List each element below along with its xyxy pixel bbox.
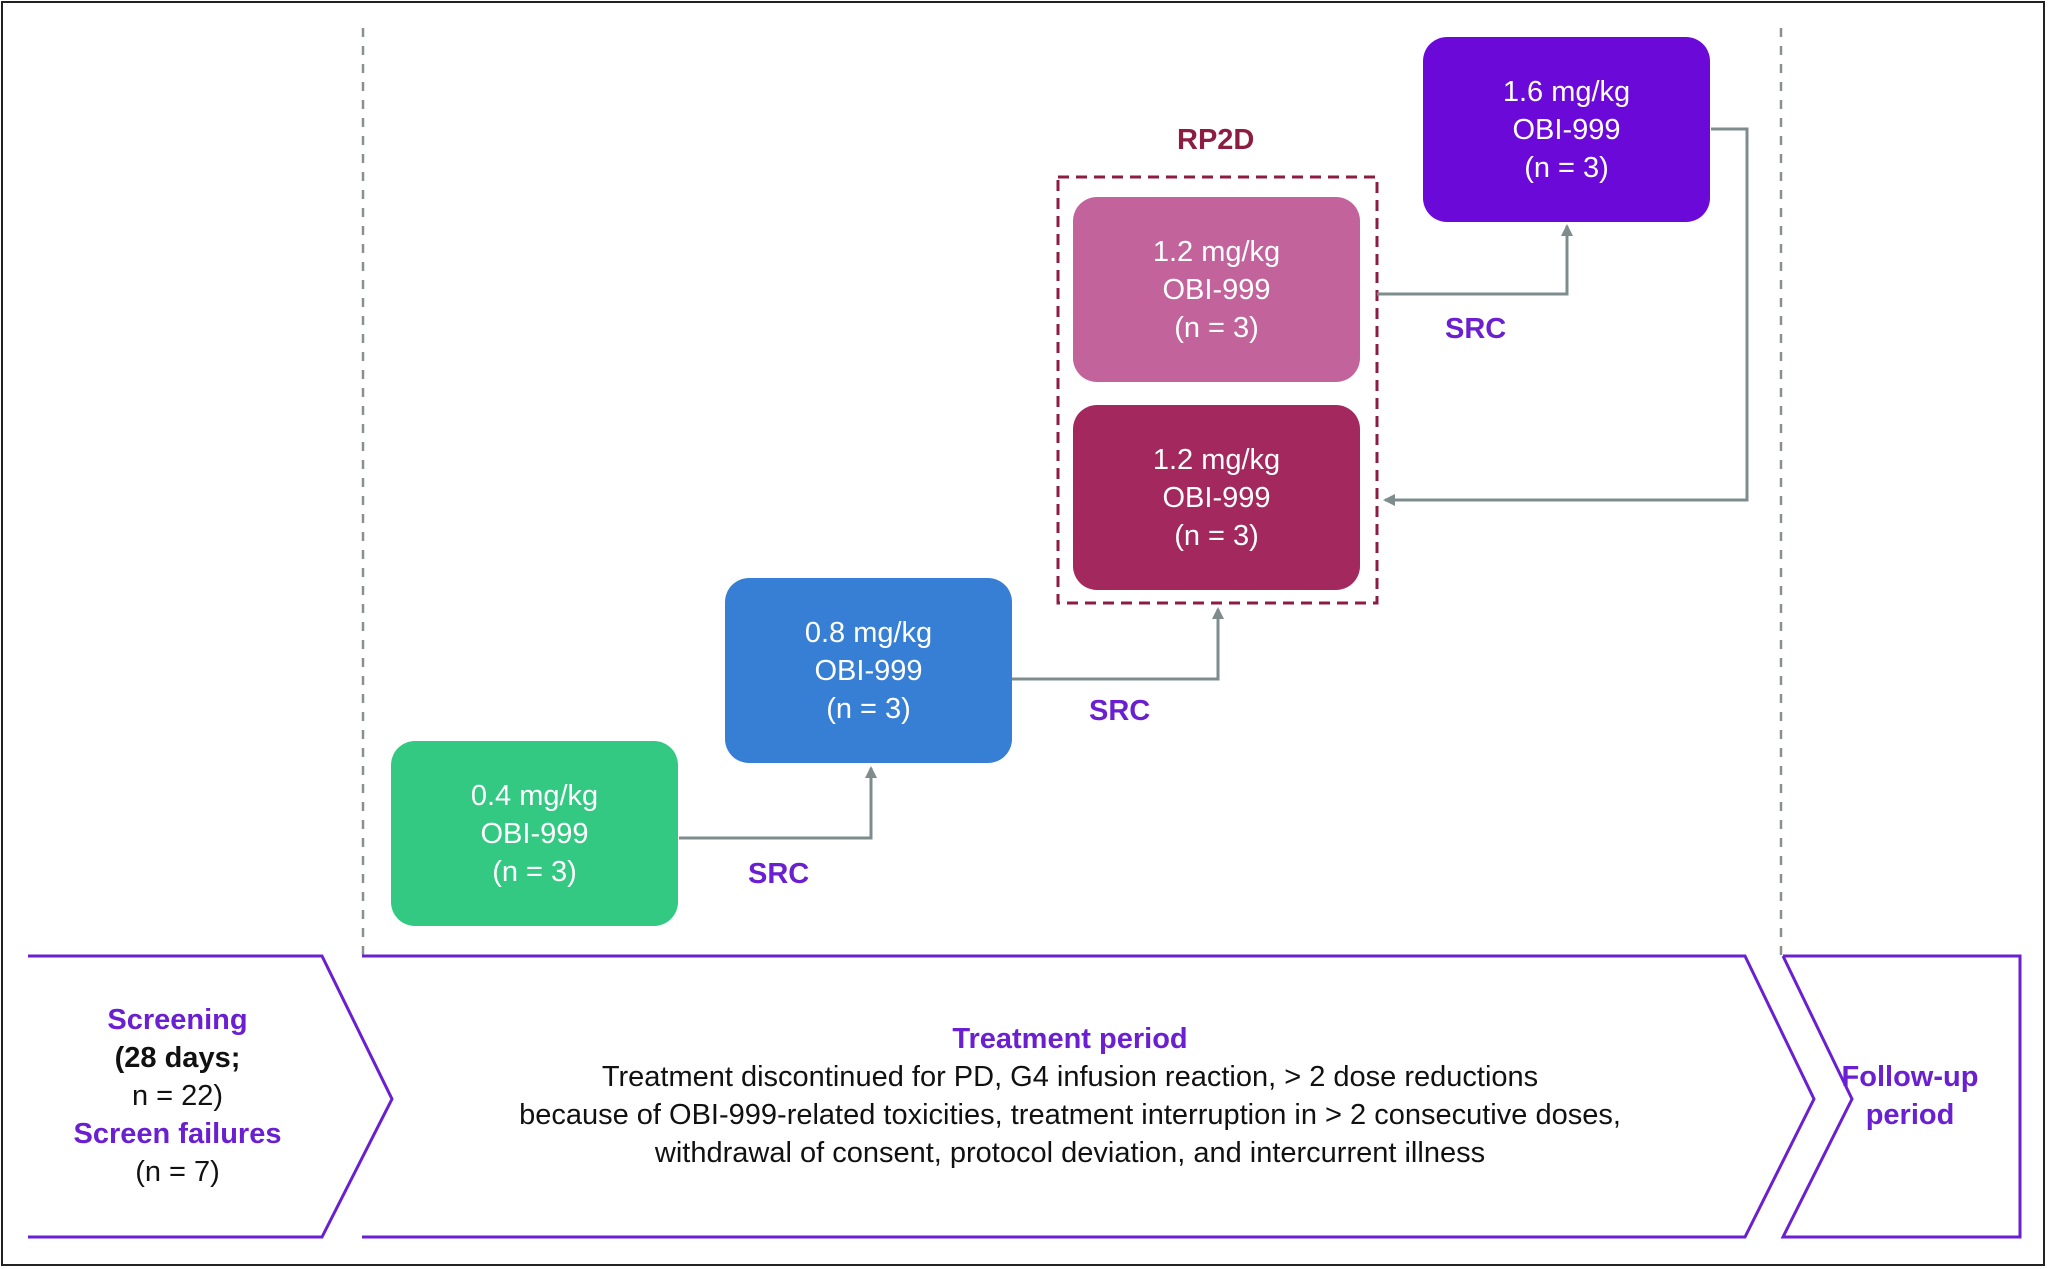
dose-label: 1.6 mg/kg (1502, 75, 1631, 108)
drug-label: OBI-999 (1162, 481, 1271, 514)
treatment-title: Treatment period (952, 1023, 1188, 1055)
dose-box-0.4: 0.4 mg/kg OBI-999 (n = 3) (391, 741, 678, 926)
src-label-2: SRC (1089, 695, 1151, 727)
arrow-0.4-to-0.8 (679, 766, 877, 840)
followup-line-2: period (1865, 1099, 1955, 1131)
dose-label: 1.2 mg/kg (1152, 235, 1281, 268)
screening-title: Screening (107, 1004, 248, 1036)
rp2d-box (1056, 175, 1379, 605)
screen-failures-title: Screen failures (73, 1118, 282, 1150)
n-label: (n = 3) (1174, 519, 1259, 552)
dose-label: 0.4 mg/kg (470, 779, 599, 812)
drug-label: OBI-999 (814, 654, 923, 687)
treatment-shape (362, 954, 1816, 1239)
arrow-1.2-to-1.6 (1377, 224, 1573, 296)
rp2d-label: RP2D (1177, 124, 1255, 156)
drug-label: OBI-999 (1512, 113, 1621, 146)
followup-line-1: Follow-up (1841, 1061, 1979, 1093)
screening-text: Screening (28 days; n = 22) Screen failu… (40, 1001, 315, 1191)
n-label: (n = 3) (1524, 151, 1609, 184)
dose-box-1.6: 1.6 mg/kg OBI-999 (n = 3) (1423, 37, 1710, 222)
treatment-text: Treatment period Treatment discontinued … (380, 1020, 1760, 1172)
arrow-0.8-to-1.2 (1012, 607, 1224, 681)
screen-failures-count: (n = 7) (135, 1156, 220, 1188)
screening-shape (28, 954, 394, 1239)
treatment-line-2: because of OBI-999-related toxicities, t… (519, 1099, 1621, 1131)
dose-label: 0.8 mg/kg (804, 616, 933, 649)
followup-shape (1780, 954, 2022, 1239)
arrow-1.6-back-to-1.2 (1383, 127, 1749, 506)
drug-label: OBI-999 (480, 817, 589, 850)
dose-label: 1.2 mg/kg (1152, 443, 1281, 476)
n-label: (n = 3) (492, 855, 577, 888)
treatment-line-3: withdrawal of consent, protocol deviatio… (654, 1137, 1486, 1169)
dose-box-0.8: 0.8 mg/kg OBI-999 (n = 3) (725, 578, 1012, 763)
treatment-line-1: Treatment discontinued for PD, G4 infusi… (601, 1061, 1539, 1093)
drug-label: OBI-999 (1162, 273, 1271, 306)
n-label: (n = 3) (826, 692, 911, 725)
followup-text: Follow-up period (1820, 1058, 2000, 1134)
screening-duration: (28 days; (114, 1042, 241, 1074)
dose-box-1.2-lower: 1.2 mg/kg OBI-999 (n = 3) (1073, 405, 1360, 590)
dose-box-1.2-upper: 1.2 mg/kg OBI-999 (n = 3) (1073, 197, 1360, 382)
src-label-1: SRC (748, 858, 810, 890)
src-label-3: SRC (1445, 313, 1507, 345)
screening-count: n = 22) (131, 1080, 224, 1112)
n-label: (n = 3) (1174, 311, 1259, 344)
